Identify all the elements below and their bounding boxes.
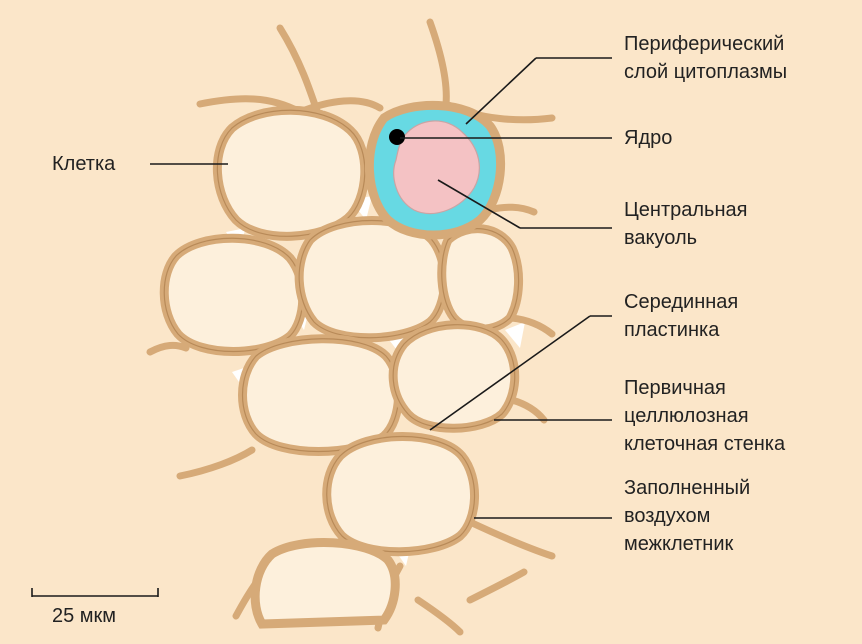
wall-fragment	[426, 18, 450, 108]
label-primary-wall: Первичная целлюлозная клеточная стенка	[624, 374, 785, 458]
wall-fragment	[508, 314, 556, 338]
wall-fragment	[484, 203, 538, 216]
leader-peripheral-cytoplasm-diag	[465, 57, 537, 125]
label-line: воздухом	[624, 505, 711, 527]
label-line: Первичная	[624, 377, 726, 399]
leader-vacuole-diag	[437, 179, 521, 229]
cell	[437, 224, 524, 334]
label-line: Серединная	[624, 291, 739, 313]
label-line: клеточная стенка	[624, 433, 786, 455]
cell	[212, 105, 370, 241]
wall-fragment	[276, 24, 322, 118]
wall-fragment	[176, 446, 256, 480]
label-line: Периферический	[624, 33, 785, 55]
highlighted-cell	[364, 100, 506, 240]
label-line: межклетник	[624, 533, 734, 555]
nucleus	[389, 129, 405, 145]
scale-bar	[31, 588, 159, 597]
wall-fragment	[508, 396, 548, 424]
label-peripheral-cytoplasm: Периферический слой цитоплазмы	[624, 30, 787, 86]
label-cell: Клетка	[52, 153, 116, 175]
wall-fragment	[466, 568, 528, 604]
air-space	[505, 322, 525, 348]
label-line: пластинка	[624, 319, 720, 341]
cell	[322, 432, 479, 557]
label-air-space: Заполненный воздухом межклетник	[624, 474, 750, 558]
wall-fragment	[414, 596, 464, 636]
label-middle-lamella: Серединная пластинка	[624, 288, 738, 344]
cells	[159, 100, 524, 629]
cell	[238, 334, 403, 456]
label-line: целлюлозная	[624, 405, 749, 427]
central-vacuole	[393, 120, 480, 215]
label-line: слой цитоплазмы	[624, 61, 788, 83]
scale-bar-label: 25 мкм	[52, 605, 117, 627]
cell	[250, 538, 400, 629]
cell	[388, 320, 520, 433]
leader-lines	[150, 57, 612, 519]
leader-lamella-diag	[429, 315, 591, 431]
label-line: Центральная	[624, 199, 748, 221]
label-central-vacuole: Центральная вакуоль	[624, 196, 747, 252]
wall-fragment	[146, 341, 190, 356]
label-line: Заполненный	[624, 477, 751, 499]
cell	[159, 233, 308, 356]
label-line: вакуоль	[624, 227, 698, 249]
wall-fragment	[466, 518, 556, 560]
label-nucleus: Ядро	[624, 127, 673, 149]
